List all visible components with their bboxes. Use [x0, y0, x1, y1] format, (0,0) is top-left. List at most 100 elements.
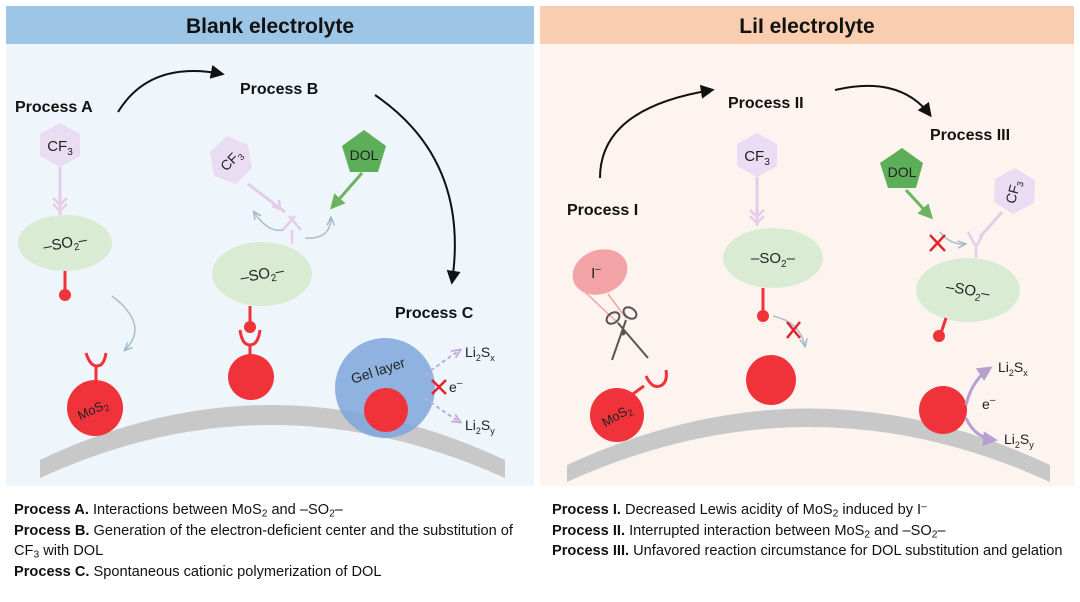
dol-label: DOL [888, 164, 917, 180]
process-iii-dol-group: DOL [880, 148, 923, 188]
a-grey-arrow [111, 295, 136, 350]
process-iii-cf3-group: CF3 [994, 168, 1035, 214]
c-red-x-icon [431, 379, 447, 395]
mos2-sphere-i: MoS2 [590, 388, 644, 442]
right-panel-title: LiI electrolyte [739, 15, 874, 38]
so2-ellipse [916, 258, 1020, 322]
iodide-label: I– [591, 264, 601, 282]
b-grey-arrow-right [304, 218, 331, 239]
process-b-cf3-group: CF3 [210, 136, 252, 184]
a-link-chevron-1 [52, 197, 68, 207]
gel-layer-circle [335, 338, 435, 438]
c-li2sx-label: Li2Sx [465, 344, 495, 363]
process-iii-so2-group: –SO2– [916, 258, 1020, 322]
ii-grey-arrow [772, 315, 805, 346]
mos2-sphere-c [364, 388, 408, 432]
process-b-dol-group: DOL [342, 130, 386, 172]
so2-label: –SO2– [751, 250, 796, 270]
ii-red-dot [757, 310, 769, 322]
a-link-chevron-2 [52, 203, 68, 213]
cf3-hexagon [210, 136, 252, 184]
cf3-label: CF3 [1002, 178, 1026, 206]
iii-electron-label: e– [982, 395, 996, 412]
legend-item-process-a: Process A. Interactions between MoS2 and… [14, 502, 343, 520]
iii-stick [939, 317, 948, 334]
so2-ellipse [723, 228, 823, 288]
legend-item-process-c: Process C. Spontaneous cationic polymeri… [14, 563, 382, 580]
mos2-sphere-ii [746, 355, 796, 405]
mos2-sphere-iii [919, 386, 967, 434]
iodide-tether-2 [607, 293, 627, 319]
process-a-so2-group: –SO2– [18, 215, 112, 271]
so2-label: –SO2– [42, 231, 89, 258]
scissors-icon [605, 306, 649, 361]
legend-item-process-iii: Process III. Unfavored reaction circumst… [552, 543, 1063, 559]
right-panel-header [540, 6, 1074, 44]
ii-link-chevron-2 [749, 215, 765, 225]
label-process-c: Process C [395, 305, 474, 322]
iii-li2sx-label: Li2Sx [998, 359, 1028, 378]
label-process-b: Process B [240, 81, 318, 98]
b-y-connector [282, 215, 302, 244]
c-electron-label: e– [449, 378, 463, 395]
a-red-dot [59, 289, 71, 301]
iii-purple-arrow-down [964, 417, 998, 447]
process-a-cf3-group: CF3 [40, 123, 80, 167]
legend-item-process-i: Process I. Decreased Lewis acidity of Mo… [552, 501, 927, 520]
dol-label: DOL [350, 147, 379, 163]
left-panel-title: Blank electrolyte [186, 15, 354, 38]
cf3-hexagon [40, 123, 80, 167]
so2-ellipse [18, 215, 112, 271]
legend-left: Process A. Interactions between MoS2 and… [14, 500, 534, 582]
mos2-circle [67, 380, 123, 436]
c-dashed-arrow-up [424, 350, 460, 376]
label-process-iii: Process III [930, 127, 1010, 144]
cf3-hexagon [737, 133, 777, 177]
iodide-ellipse [572, 249, 628, 295]
c-dashed-arrow-down [424, 397, 460, 422]
left-panel-header [6, 6, 534, 44]
label-process-i: Process I [567, 202, 638, 219]
arrow-a-to-b [117, 64, 225, 113]
iii-purple-arrow-up [964, 366, 993, 406]
b-dol-arrow [330, 172, 364, 210]
c-li2sy-label: Li2Sy [465, 417, 495, 436]
mos2-sphere-b [228, 354, 274, 400]
legend-item-process-b: Process B. Generation of the electron-de… [14, 522, 513, 561]
arrow-ii-to-iii [834, 84, 932, 118]
iii-red-x-icon [929, 234, 946, 252]
arrow-b-to-c [374, 94, 461, 285]
process-b-so2-group: –SO2– [212, 242, 312, 306]
mos2-circle [590, 388, 644, 442]
process-ii-so2-group: –SO2– [723, 228, 823, 288]
label-process-a: Process A [15, 99, 93, 116]
b-grey-arrow-left [254, 212, 284, 232]
b-cf3-chevron [271, 199, 282, 211]
ii-red-x-icon [786, 321, 801, 339]
right-panel: LiI electrolyte Process I Process II Pro… [540, 6, 1074, 486]
gel-layer-group: Gel layer [335, 338, 435, 438]
so2-label: –SO2– [944, 278, 991, 305]
legend-right: Process I. Decreased Lewis acidity of Mo… [552, 500, 1072, 562]
dol-pentagon [342, 130, 386, 172]
so2-label: –SO2– [239, 262, 286, 289]
label-process-ii: Process II [728, 95, 804, 112]
cf3-label: CF3 [744, 148, 770, 168]
iii-grey-arrow [939, 231, 965, 244]
diagram: Blank electrolyte Process A Process B Pr… [6, 6, 1074, 486]
mos2-sphere-a: MoS2 [67, 380, 123, 436]
iodide-tether-1 [584, 291, 621, 326]
iodide-group: I– [572, 249, 628, 295]
cf3-hexagon [994, 168, 1035, 214]
arrow-i-to-ii [599, 84, 715, 179]
left-panel: Blank electrolyte Process A Process B Pr… [6, 6, 534, 486]
iii-li2sy-label: Li2Sy [1004, 431, 1034, 450]
ii-link-chevron-1 [749, 209, 765, 219]
process-ii-cf3-group: CF3 [737, 133, 777, 177]
legend-item-process-ii: Process II. Interrupted interaction betw… [552, 522, 946, 541]
dol-pentagon [880, 148, 923, 188]
so2-ellipse [212, 242, 312, 306]
i-mos2-cup [644, 369, 668, 388]
iii-dol-arrow [904, 188, 934, 220]
iii-y-connector [966, 231, 986, 258]
